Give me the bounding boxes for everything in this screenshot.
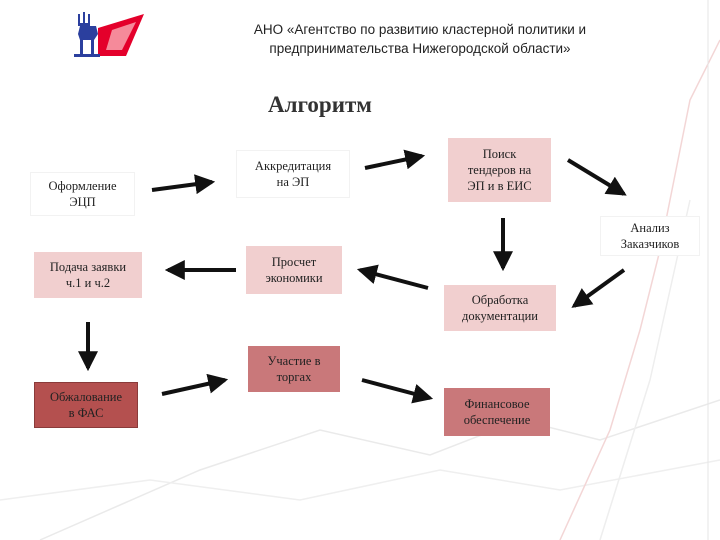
node-documentation: Обработка документации <box>444 285 556 331</box>
node-economics: Просчет экономики <box>246 246 342 294</box>
node-tender-search: Поиск тендеров на ЭП и в ЕИС <box>448 138 551 202</box>
node-application-line1: Подача заявки <box>49 260 127 274</box>
agency-logo <box>74 12 144 57</box>
node-economics-line2: экономики <box>265 271 323 285</box>
arrow-tender-search-to-analysis <box>566 158 627 196</box>
slide-title: Алгоритм <box>268 92 372 117</box>
node-documentation-line2: документации <box>462 309 538 323</box>
organization-title: АНО «Агентство по развитию кластерной по… <box>205 20 635 58</box>
arrow-accreditation-to-tender-search <box>364 149 426 170</box>
node-tender-search-line1: Поиск <box>482 147 517 161</box>
node-tender-search-line2: тендеров на <box>467 163 532 177</box>
node-customer-analysis: Анализ Заказчиков <box>600 216 700 256</box>
node-ecp: Оформление ЭЦП <box>30 172 135 216</box>
node-financing-line2: обеспечение <box>463 413 531 427</box>
node-bidding-line1: Участие в <box>267 354 321 368</box>
node-bidding-line2: торгах <box>276 370 312 384</box>
node-accreditation-line1: Аккредитация <box>254 159 332 173</box>
node-accreditation-line2: на ЭП <box>276 175 310 189</box>
node-accreditation: Аккредитация на ЭП <box>236 150 350 198</box>
node-ecp-line2: ЭЦП <box>69 195 96 209</box>
node-fas-appeal-line1: Обжалование <box>49 390 123 404</box>
node-fas-appeal: Обжалование в ФАС <box>34 382 138 428</box>
node-financing-line1: Финансовое <box>464 397 530 411</box>
node-ecp-line1: Оформление <box>48 179 117 193</box>
node-application-line2: ч.1 и ч.2 <box>65 276 111 290</box>
node-economics-line1: Просчет <box>271 255 317 269</box>
node-documentation-line1: Обработка <box>471 293 529 307</box>
arrow-fas-to-bidding <box>161 373 229 396</box>
organization-title-line2: предпринимательства Нижегородской област… <box>269 41 571 56</box>
node-application: Подача заявки ч.1 и ч.2 <box>34 252 142 298</box>
node-customer-analysis-line2: Заказчиков <box>620 237 680 251</box>
arrow-analysis-to-documentation <box>571 268 626 308</box>
node-financing: Финансовое обеспечение <box>444 388 550 436</box>
node-tender-search-line3: ЭП и в ЕИС <box>467 179 532 193</box>
arrow-documentation-to-economics <box>356 264 429 290</box>
node-customer-analysis-line1: Анализ <box>630 221 670 235</box>
node-fas-appeal-line2: в ФАС <box>68 406 104 420</box>
arrow-bidding-to-financing <box>361 378 434 404</box>
node-bidding: Участие в торгах <box>248 346 340 392</box>
organization-title-line1: АНО «Агентство по развитию кластерной по… <box>253 22 587 37</box>
arrow-ecp-to-accreditation <box>151 174 216 195</box>
